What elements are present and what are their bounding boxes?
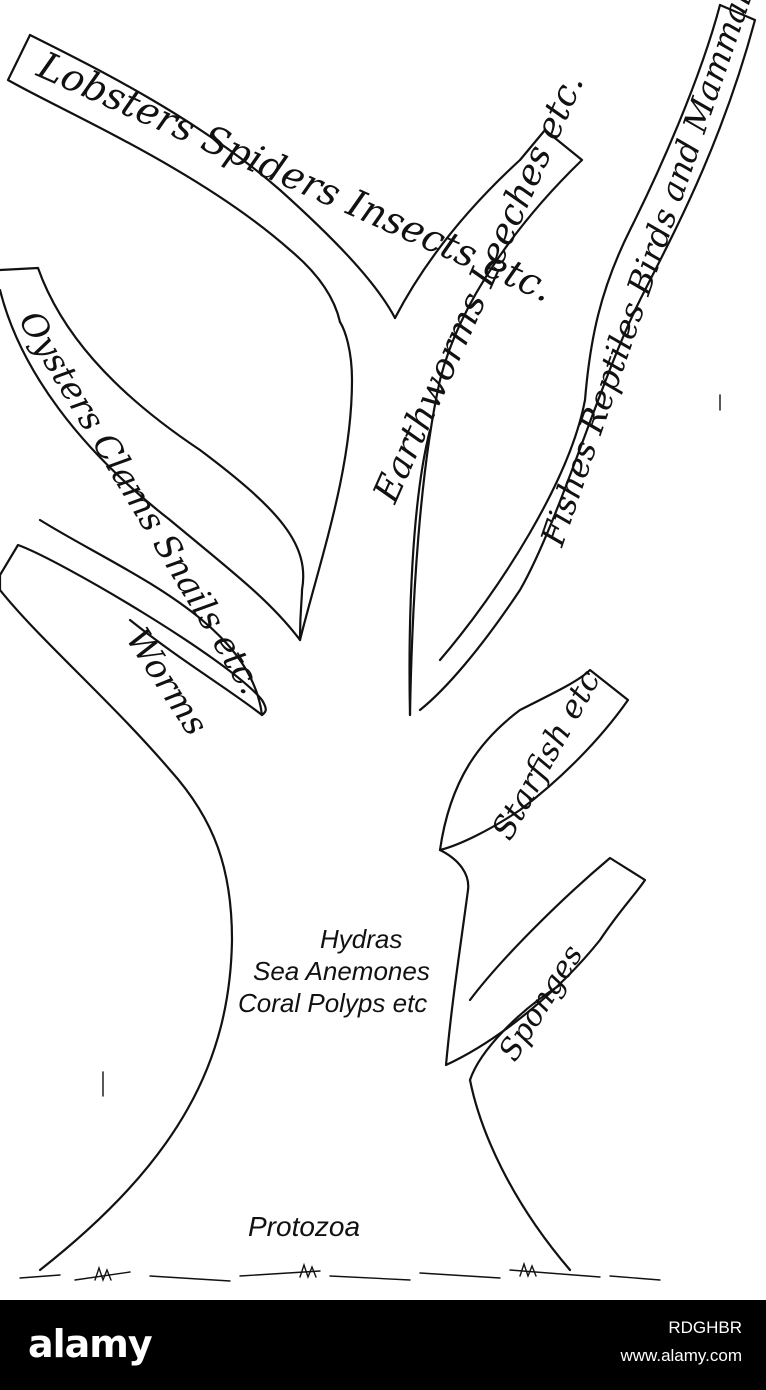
trunk-right-outline: [468, 1078, 572, 1272]
tree-of-life-diagram: Lobsters Spiders Insects etc. Earthworms…: [0, 0, 766, 1283]
site-url: www.alamy.com: [620, 1346, 742, 1365]
brand-logo: alamy: [28, 1322, 153, 1366]
earthworms-branch-inner: [408, 428, 432, 717]
watermark-banner: alamy RDGHBR www.alamy.com: [0, 1300, 766, 1390]
starfish-branch: [438, 668, 630, 852]
tree-drawing: Lobsters Spiders Insects etc. Earthworms…: [0, 0, 765, 1283]
ground-grass-tufts: [94, 1261, 537, 1283]
label-starfish: Starfish etc: [484, 663, 608, 845]
oysters-branch-edge: [0, 288, 304, 642]
sponges-branch-lower: [468, 983, 562, 1082]
label-earthworms: Earthworms Leeches etc.: [365, 67, 592, 509]
fishes-branch: [418, 3, 757, 712]
label-sponges: Sponges: [492, 939, 590, 1067]
central-stem: [298, 320, 354, 642]
label-coral-polyps: Coral Polyps etc: [238, 988, 427, 1018]
label-protozoa: Protozoa: [248, 1211, 360, 1242]
oysters-branch: [0, 266, 305, 592]
lobsters-branch-edge: [28, 33, 397, 320]
ground-grass: [19, 1269, 661, 1282]
worms-branch: [0, 543, 267, 717]
label-hydras: Hydras: [320, 924, 402, 954]
label-sea-anemones: Sea Anemones: [253, 956, 430, 986]
earthworms-branch: [393, 128, 584, 717]
lobsters-branch: [6, 33, 342, 324]
trunk-left-outline: [0, 588, 234, 1272]
trunk-right-mid: [438, 848, 470, 892]
sponges-branch: [444, 856, 647, 1067]
fishes-branch-edge: [438, 3, 722, 662]
worms-branch-edge: [38, 518, 264, 717]
image-id: RDGHBR: [668, 1318, 742, 1337]
